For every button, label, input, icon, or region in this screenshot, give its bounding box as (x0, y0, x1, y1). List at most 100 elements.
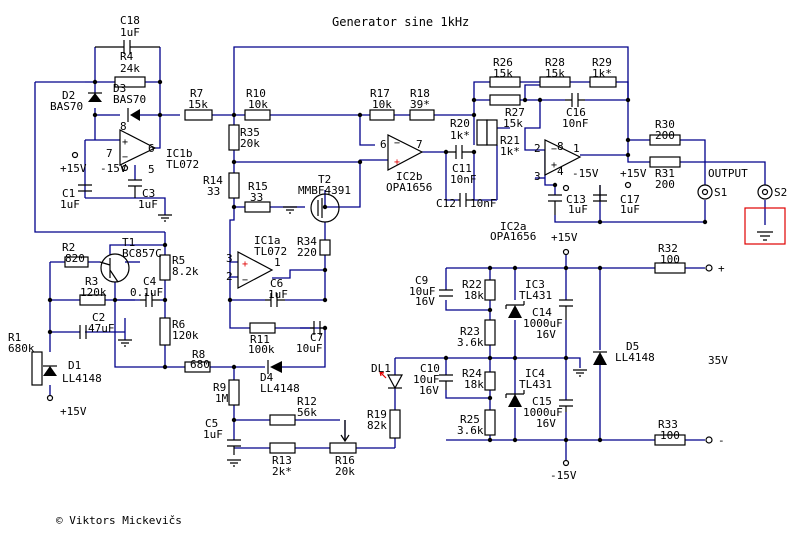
label-r18: R18 (410, 87, 430, 100)
value-d1: LL4148 (62, 372, 102, 385)
label-c4: C4 (143, 275, 157, 288)
value-ic1b: TL072 (166, 158, 199, 171)
label-t1: T1 (122, 236, 135, 249)
resistor-r5 (159, 254, 171, 281)
value-r4: 24k (120, 62, 140, 75)
label-r34: R34 (297, 235, 317, 248)
grounds (118, 206, 773, 467)
svg-text:+: + (122, 137, 128, 148)
ground (573, 369, 587, 377)
label-plus15: +15V (551, 231, 578, 244)
label-r15: R15 (248, 180, 268, 193)
label-c9: C9 (415, 274, 428, 287)
resistor-r4 (114, 76, 146, 88)
pin-label: 6 (380, 138, 387, 151)
value-d4: LL4148 (260, 382, 300, 395)
resistor-r7 (184, 109, 213, 121)
value-r8: 680 (190, 358, 210, 371)
label-supply-voltage: 35V (708, 354, 728, 367)
value-c9: 10uF (409, 285, 436, 298)
label-r7: R7 (190, 87, 203, 100)
value-c3: 1uF (138, 198, 158, 211)
label-r25: R25 (460, 413, 480, 426)
resistor-r21 (486, 119, 498, 146)
label-r21: R21 (500, 134, 520, 147)
label-r29: R29 (592, 56, 612, 69)
label-r17: R17 (370, 87, 390, 100)
label-r35: R35 (240, 126, 260, 139)
svg-text:−: − (242, 275, 248, 286)
label-c7: C7 (310, 331, 323, 344)
value-c18: 1uF (120, 26, 140, 39)
capacitor-c6 (265, 293, 285, 307)
diode-d5 (593, 352, 607, 365)
value-r31: 200 (655, 178, 675, 191)
value-ic4: TL431 (519, 378, 552, 391)
capacitor-c9 (439, 289, 453, 297)
pin-label: 3 (226, 252, 233, 265)
label-ic2b: IC2b (396, 170, 423, 183)
label-ic2a: IC2a (500, 220, 527, 233)
pin-label: 7 (416, 138, 423, 151)
capacitor-c14 (559, 299, 573, 320)
label-r11: R11 (250, 333, 270, 346)
capacitor-c17 (593, 185, 607, 202)
pin-label: 2 (534, 142, 541, 155)
capacitor-c4 (140, 293, 160, 307)
resistor-r32 (654, 262, 686, 274)
label-t2: T2 (318, 173, 331, 186)
value-r27: 15k (503, 117, 523, 130)
capacitor-c7 (310, 321, 325, 335)
resistor-r33 (654, 434, 686, 446)
label-output: OUTPUT (708, 167, 748, 180)
label-c2: C2 (92, 311, 105, 324)
value-r13: 2k* (272, 465, 292, 478)
label-r1: R1 (8, 331, 21, 344)
terminal-plus (705, 264, 713, 272)
value-r12: 56k (297, 406, 317, 419)
label-s2: S2 (774, 186, 787, 199)
pin-label: 1 (274, 256, 281, 269)
junctions (47, 79, 708, 443)
label-r13: R13 (272, 454, 292, 467)
resistor-r19 (389, 409, 401, 439)
led-arrow (379, 371, 387, 379)
resistor-r30 (649, 134, 681, 146)
value-c15: 1000uF (523, 406, 563, 419)
label-c16: C16 (566, 106, 586, 119)
label-c5: C5 (205, 417, 218, 430)
label-r5: R5 (172, 254, 185, 267)
label-minus-terminal: - (718, 434, 725, 447)
label-d3: D3 (113, 82, 126, 95)
label-r3: R3 (85, 275, 98, 288)
opamp-ic1a (237, 251, 274, 289)
label-ic1b: IC1b (166, 147, 193, 160)
value-c13: 1uF (568, 203, 588, 216)
capacitor-c1 (78, 184, 92, 192)
value-r17: 10k (372, 98, 392, 111)
resistor-r2 (64, 256, 89, 268)
pin-label: 8 (120, 120, 127, 133)
diode-d2 (88, 93, 102, 102)
resistor-r25 (484, 409, 496, 436)
label-r4: R4 (120, 50, 134, 63)
value-r20: 1k* (450, 129, 470, 142)
resistor-r18 (409, 109, 435, 121)
value-d3: BAS70 (113, 93, 146, 106)
label-c3: C3 (142, 187, 155, 200)
label-dl1: DL1 (371, 362, 391, 375)
value-r24: 18k (464, 378, 484, 391)
resistor-r34 (319, 239, 331, 256)
value-c7: 10uF (296, 342, 323, 355)
ground (118, 339, 132, 347)
resistor-r12 (269, 414, 296, 426)
value-r16: 20k (335, 465, 355, 478)
pin-label: 3 (534, 170, 541, 183)
value-r1: 680k (8, 342, 35, 355)
resistor-r20 (476, 119, 488, 146)
resistor-r26 (489, 76, 521, 88)
label-c17: C17 (620, 193, 640, 206)
value-r32: 100 (660, 253, 680, 266)
page-title: Generator sine 1kHz (332, 15, 469, 29)
